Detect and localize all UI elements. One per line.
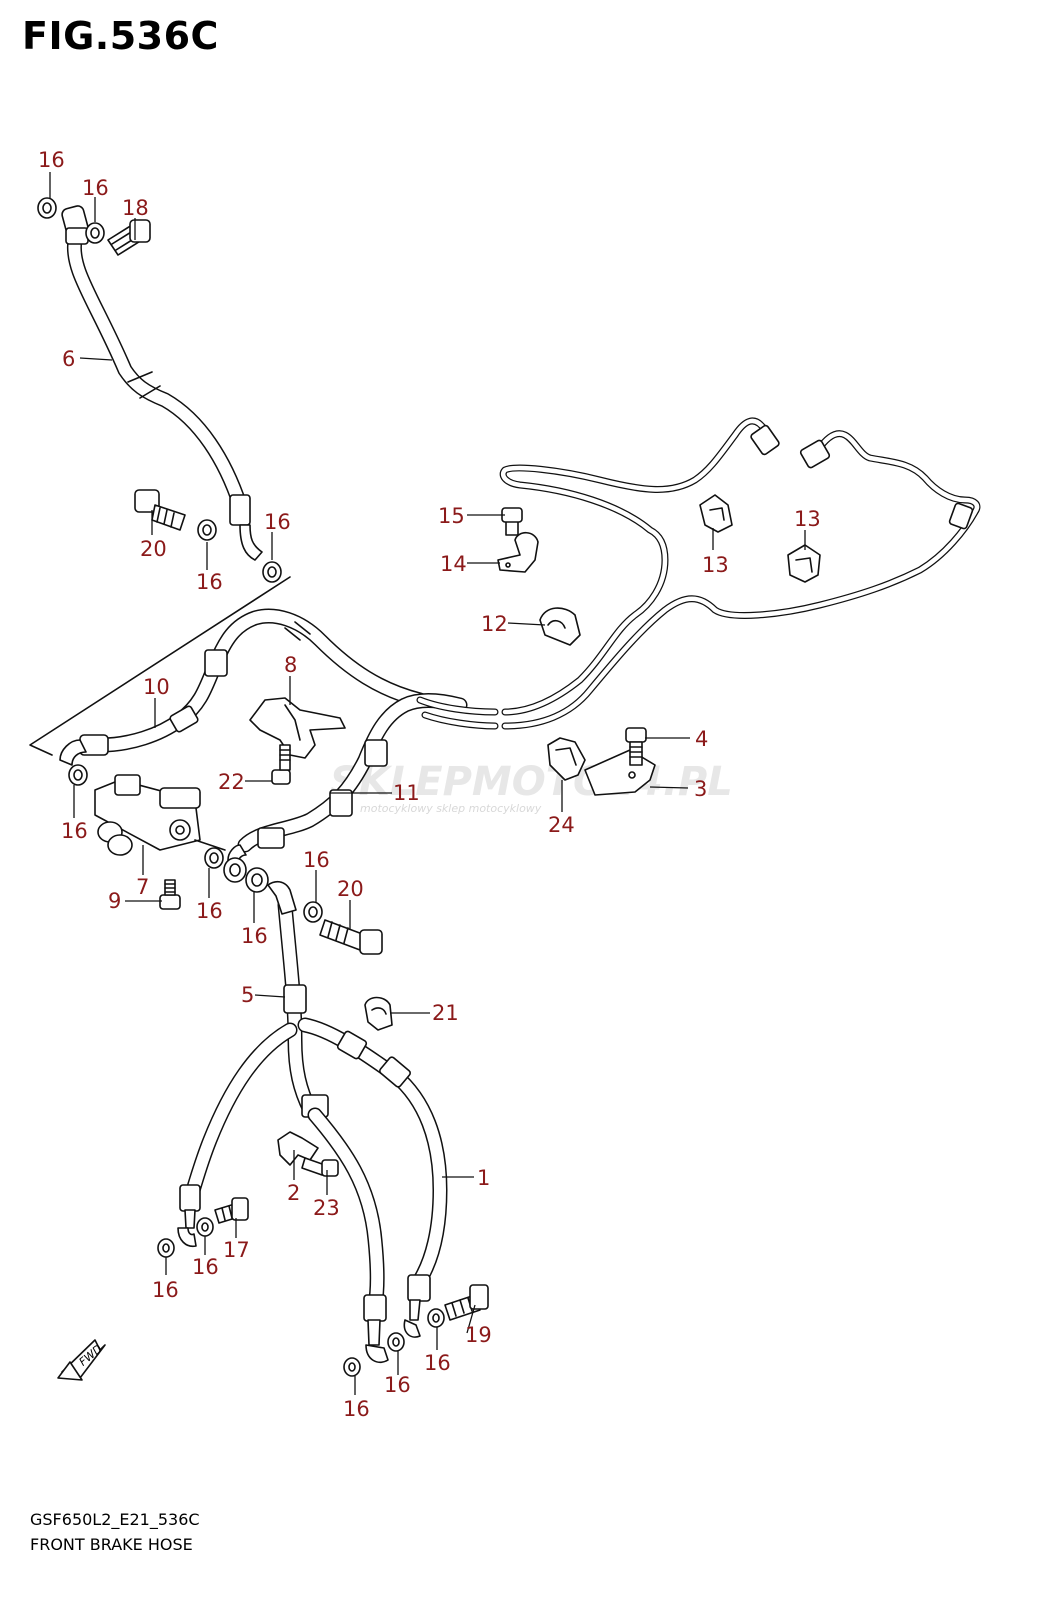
clamp-14[interactable] [497,531,539,573]
callout-1: 1 [477,1166,490,1190]
washer-16-g[interactable] [223,857,247,883]
brake-hose-6[interactable] [61,205,263,561]
washer-16-k[interactable] [157,1238,175,1258]
brake-hose-joint-7[interactable] [94,774,226,856]
brake-pipe-assembly[interactable] [416,417,981,730]
callout-18: 18 [122,196,149,220]
separation-line [29,576,291,756]
clamp-13-a[interactable] [699,494,733,533]
callout-21: 21 [432,1001,459,1025]
washer-16-c[interactable] [262,561,282,583]
callout-11: 11 [393,781,420,805]
washer-16-h[interactable] [245,867,269,893]
washer-16-l[interactable] [427,1308,445,1328]
callout-24: 24 [548,813,575,837]
callout-23: 23 [313,1196,340,1220]
callout-16: 16 [196,899,223,923]
callout-16: 16 [424,1351,451,1375]
figure-name: FRONT BRAKE HOSE [30,1535,193,1554]
leader-lines [49,172,806,1395]
callout-16: 16 [241,924,268,948]
union-bolt-17[interactable] [214,1197,249,1224]
callout-9: 9 [108,889,121,913]
clamp-12[interactable] [539,607,581,646]
callout-15: 15 [438,504,465,528]
callout-6: 6 [62,347,75,371]
callout-16: 16 [196,570,223,594]
washer-16-e[interactable] [68,764,88,786]
callout-16: 16 [303,848,330,872]
callout-16: 16 [82,176,109,200]
callout-3: 3 [694,777,707,801]
callout-20: 20 [337,877,364,901]
callout-17: 17 [223,1238,250,1262]
union-bolt-20-b[interactable] [319,919,383,955]
callout-14: 14 [440,552,467,576]
bolt-4[interactable] [625,727,647,766]
callout-16: 16 [192,1255,219,1279]
figure-title: FIG.536C [22,14,219,58]
brake-hose-1[interactable] [297,1017,448,1338]
callout-13: 13 [794,507,821,531]
callout-16: 16 [264,510,291,534]
brake-hose-10[interactable] [59,608,428,766]
callout-22: 22 [218,770,245,794]
bolt-15[interactable] [501,507,523,536]
callout-16: 16 [152,1278,179,1302]
clamp-24[interactable] [547,737,586,781]
union-bolt-19[interactable] [444,1284,489,1321]
callout-7: 7 [136,875,149,899]
clamp-13-b[interactable] [787,544,821,583]
washer-16-i[interactable] [303,901,323,923]
washer-16-m[interactable] [387,1332,405,1352]
bolt-9[interactable] [159,879,181,910]
hose-clamp-21[interactable] [364,996,393,1031]
callout-4: 4 [695,727,708,751]
callout-16: 16 [384,1373,411,1397]
callout-5: 5 [241,983,254,1007]
fwd-arrow: FWD [57,1339,106,1381]
washer-16-j[interactable] [196,1217,214,1237]
washer-16-d[interactable] [197,519,217,541]
callout-8: 8 [284,653,297,677]
clamp-8[interactable] [249,697,346,759]
figure-code: GSF650L2_E21_536C [30,1510,200,1529]
callout-16: 16 [61,819,88,843]
callout-20: 20 [140,537,167,561]
bolt-23[interactable] [301,1157,339,1177]
washer-16-b[interactable] [85,222,105,244]
watermark-subtext: motocyklowy sklep motocyklowy [360,802,542,815]
washer-16-a[interactable] [37,197,57,219]
union-bolt-18[interactable] [107,219,151,256]
callout-12: 12 [481,612,508,636]
callout-16: 16 [38,148,65,172]
brake-hose-left-lower[interactable] [177,1022,298,1248]
callouts: 16 16 18 6 16 20 16 15 14 13 13 12 8 10 … [38,148,821,1421]
bolt-22[interactable] [271,744,291,785]
callout-13: 13 [702,553,729,577]
brake-hose-middle-lower[interactable] [307,1107,389,1364]
washer-16-f[interactable] [204,847,224,869]
callout-2: 2 [287,1181,300,1205]
watermark: SKLEPMOTO24.PL motocyklowy sklep motocyk… [330,759,733,815]
callout-19: 19 [465,1323,492,1347]
callout-16: 16 [343,1397,370,1421]
washer-16-n[interactable] [343,1357,361,1377]
union-bolt-20-a[interactable] [134,489,186,531]
watermark-text: SKLEPMOTO24.PL [330,759,733,805]
callout-10: 10 [143,675,170,699]
